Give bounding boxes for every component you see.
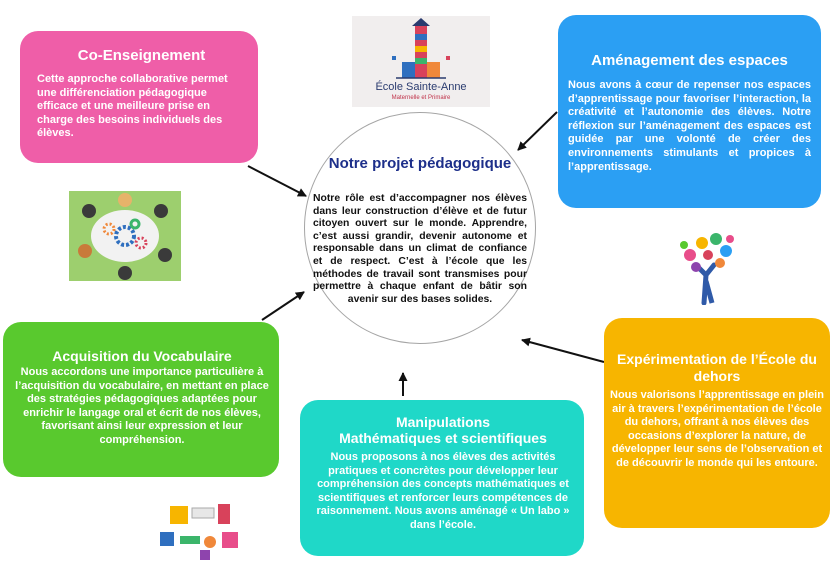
- collaboration-gears-icon: [78, 193, 172, 280]
- lighthouse-logo-icon: [392, 18, 450, 79]
- box-manipulations-text: Nous proposons à nos élèves des activité…: [316, 451, 570, 531]
- box-manipulations-title-line2: Mathématiques et scientifiques: [339, 430, 547, 446]
- box-dehors-title: Expérimentation de l’École du dehors: [617, 351, 817, 384]
- school-logo: École Sainte-Anne Maternelle et Primaire: [352, 16, 490, 107]
- box-dehors-text: Nous valorisons l’apprentissage en plein…: [610, 389, 824, 469]
- math-manipulatives-icon: [160, 504, 238, 560]
- box-dehors: Expérimentation de l’École du dehors Nou…: [604, 318, 830, 528]
- center-text: Notre rôle est d’accompagner nos élèves …: [313, 193, 527, 305]
- arrow-amenagement: [517, 111, 558, 151]
- box-manipulations-title: Manipulations Mathématiques et scientifi…: [310, 414, 576, 446]
- tree-picture: [668, 225, 748, 306]
- box-amenagement-text: Nous avons à cœur de repenser nos espace…: [568, 79, 811, 173]
- box-coenseignement: Co-Enseignement Cette approche collabora…: [20, 31, 258, 163]
- colorful-tree-icon: [680, 233, 734, 306]
- box-manipulations-title-line1: Manipulations: [395, 414, 491, 430]
- box-manipulations: Manipulations Mathématiques et scientifi…: [300, 400, 584, 556]
- box-vocabulaire-text: Nous accordons une importance particuliè…: [15, 366, 269, 446]
- box-amenagement-title: Aménagement des espaces: [591, 52, 788, 69]
- central-circle: Notre projet pédagogique Notre rôle est …: [304, 112, 536, 344]
- box-vocabulaire-title: Acquisition du Vocabulaire: [52, 348, 232, 364]
- arrow-coenseignement: [247, 165, 307, 197]
- collaboration-picture: [69, 191, 181, 281]
- school-name: École Sainte-Anne: [375, 81, 467, 93]
- center-title: Notre projet pédagogique: [328, 155, 512, 172]
- manipulatives-picture: [150, 498, 250, 562]
- box-vocabulaire: Acquisition du Vocabulaire Nous accordon…: [3, 322, 279, 477]
- arrow-dehors: [521, 337, 605, 363]
- box-amenagement: Aménagement des espaces Nous avons à cœu…: [558, 15, 821, 208]
- arrow-vocabulaire: [261, 291, 305, 321]
- box-coenseignement-text: Cette approche collaborative permet une …: [37, 73, 228, 140]
- school-subtitle: Maternelle et Primaire: [391, 95, 451, 101]
- box-coenseignement-title: Co-Enseignement: [77, 47, 206, 64]
